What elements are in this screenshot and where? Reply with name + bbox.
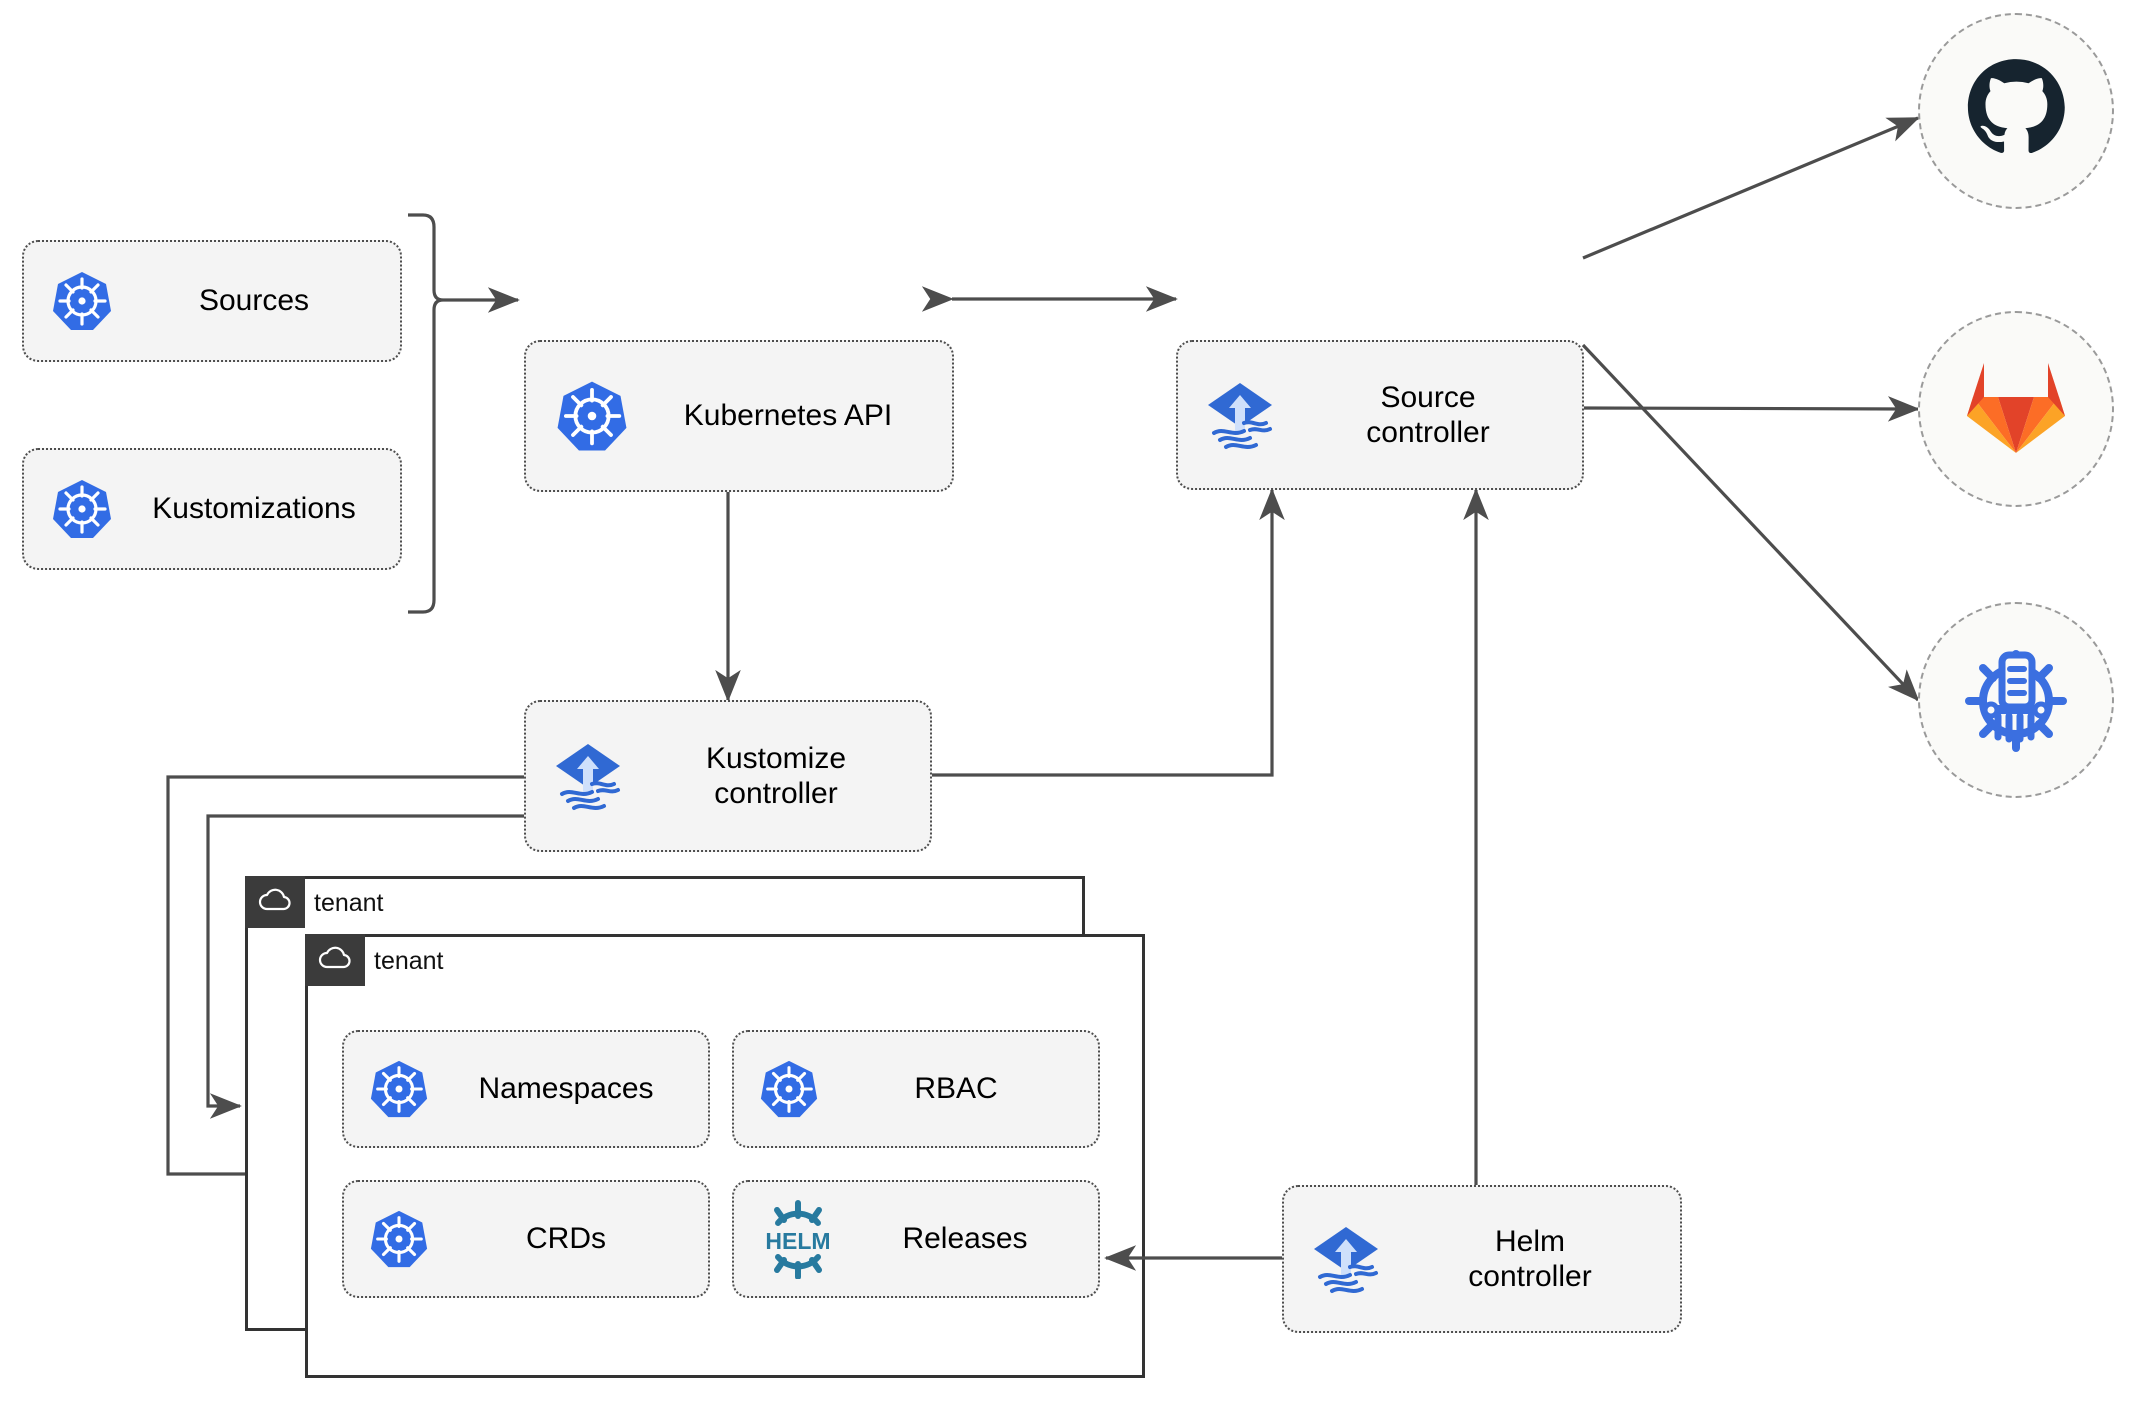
tenant-inner[interactable]: tenant [305, 934, 1145, 1378]
kubernetes-icon [50, 477, 114, 541]
node-rbac[interactable]: RBAC [732, 1030, 1100, 1148]
helm-repository-icon [1961, 643, 2071, 758]
wire-source-to-github [1582, 116, 1920, 260]
flux-icon [1306, 1219, 1386, 1299]
node-label: Kustomizations [152, 492, 356, 526]
node-label: Kustomize controller [705, 741, 847, 810]
kubernetes-icon [368, 1058, 430, 1120]
node-helm-repository[interactable] [1918, 602, 2114, 798]
wire-kustomize-to-source [932, 488, 1285, 777]
github-icon [1964, 57, 2068, 166]
wire-source-to-helmrepo [1581, 343, 1920, 702]
node-label: CRDs [526, 1222, 606, 1256]
kubernetes-icon [758, 1058, 820, 1120]
node-kustomizations[interactable]: Kustomizations [22, 448, 402, 570]
node-namespaces[interactable]: Namespaces [342, 1030, 710, 1148]
node-source-controller[interactable]: Source controller [1176, 340, 1584, 490]
node-kustomize-controller[interactable]: Kustomize controller [524, 700, 932, 852]
node-label: Source controller [1366, 380, 1490, 449]
node-label: Helm controller [1468, 1224, 1592, 1293]
node-label: RBAC [914, 1072, 998, 1106]
node-helm-controller[interactable]: Helm controller [1282, 1185, 1682, 1333]
tenant-tab [245, 876, 305, 928]
tenant-label: tenant [314, 889, 384, 917]
svg-text:HELM: HELM [765, 1228, 830, 1254]
flux-icon [1200, 375, 1280, 455]
flux-icon [548, 736, 628, 816]
wire-resources-bracket [408, 213, 444, 614]
cloud-icon [258, 887, 292, 918]
wire-source-to-gitlab [1582, 396, 1920, 422]
tenant-label: tenant [374, 947, 444, 975]
helm-icon: HELM [758, 1199, 838, 1279]
kubernetes-icon [368, 1208, 430, 1270]
node-label: Namespaces [478, 1072, 654, 1106]
node-gitlab[interactable] [1918, 311, 2114, 507]
node-sources[interactable]: Sources [22, 240, 402, 362]
gitlab-icon [1966, 359, 2066, 460]
node-kubernetes-api[interactable]: Kubernetes API [524, 340, 954, 492]
node-github[interactable] [1918, 13, 2114, 209]
tenant-tab [305, 934, 365, 986]
node-label: Releases [902, 1222, 1028, 1256]
node-label: Kubernetes API [683, 399, 893, 433]
kubernetes-icon [554, 378, 630, 454]
cloud-icon [318, 945, 352, 976]
kubernetes-icon [50, 269, 114, 333]
node-label: Sources [198, 284, 310, 318]
node-releases[interactable]: HELM Releases [732, 1180, 1100, 1298]
node-crds[interactable]: CRDs [342, 1180, 710, 1298]
